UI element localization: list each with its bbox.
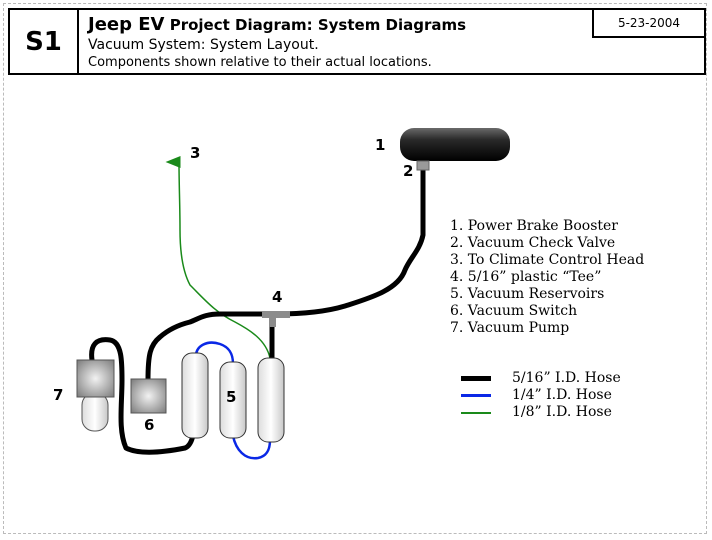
- page-subtitle: Vacuum System: System Layout.: [88, 37, 319, 53]
- page-note: Components shown relative to their actua…: [88, 55, 432, 70]
- vacuum-reservoir-3: [257, 357, 285, 443]
- hose-medium-swatch: [461, 394, 491, 397]
- hose-large-pump-loop: [89, 337, 196, 455]
- callout-4: 4: [272, 288, 283, 306]
- component-item: 3. To Climate Control Head: [450, 252, 645, 268]
- callout-6: 6: [144, 416, 155, 434]
- component-item: 2. Vacuum Check Valve: [450, 235, 616, 251]
- component-legend: 1. Power Brake Booster 2. Vacuum Check V…: [450, 218, 644, 337]
- hose-medium-bottom: [231, 435, 272, 460]
- vacuum-switch: [130, 378, 167, 414]
- hose-legend-label: 5/16” I.D. Hose: [512, 370, 621, 386]
- callout-3: 3: [190, 144, 201, 162]
- page-frame: [3, 3, 707, 534]
- page-title: Jeep EV Project Diagram: System Diagrams: [88, 14, 466, 35]
- hose-large-switch: [145, 311, 279, 383]
- vacuum-pump-barrel: [81, 392, 109, 432]
- plastic-tee-stem: [269, 318, 276, 327]
- component-item: 4. 5/16” plastic “Tee”: [450, 269, 602, 285]
- component-item: 5. Vacuum Reservoirs: [450, 286, 605, 302]
- hose-large-main: [273, 167, 426, 317]
- hose-legend-label: 1/8” I.D. Hose: [512, 404, 612, 420]
- vacuum-reservoir-2: [219, 361, 247, 439]
- power-brake-booster: [400, 128, 510, 161]
- hose-large-swatch: [461, 376, 491, 381]
- callout-7: 7: [53, 386, 64, 404]
- plastic-tee: [262, 311, 290, 318]
- title-block: S1 Jeep EV Project Diagram: System Diagr…: [8, 8, 706, 75]
- vacuum-check-valve: [416, 160, 430, 171]
- callout-2: 2: [403, 162, 414, 180]
- vacuum-reservoir-1: [181, 352, 209, 439]
- component-item: 7. Vacuum Pump: [450, 320, 570, 336]
- component-item: 1. Power Brake Booster: [450, 218, 618, 234]
- hose-small-climate: [165, 155, 271, 359]
- title-rest: Project Diagram: System Diagrams: [164, 16, 467, 34]
- hose-small-swatch: [461, 412, 491, 414]
- hose-medium-top: [194, 341, 235, 365]
- title-strong: Jeep EV: [88, 14, 165, 35]
- sheet-id: S1: [10, 10, 79, 73]
- callout-5: 5: [226, 388, 237, 406]
- date-stamp: 5-23-2004: [592, 10, 704, 38]
- vacuum-pump-head: [76, 359, 115, 398]
- hose-legend-label: 1/4” I.D. Hose: [512, 387, 612, 403]
- component-item: 6. Vacuum Switch: [450, 303, 578, 319]
- callout-1: 1: [375, 136, 386, 154]
